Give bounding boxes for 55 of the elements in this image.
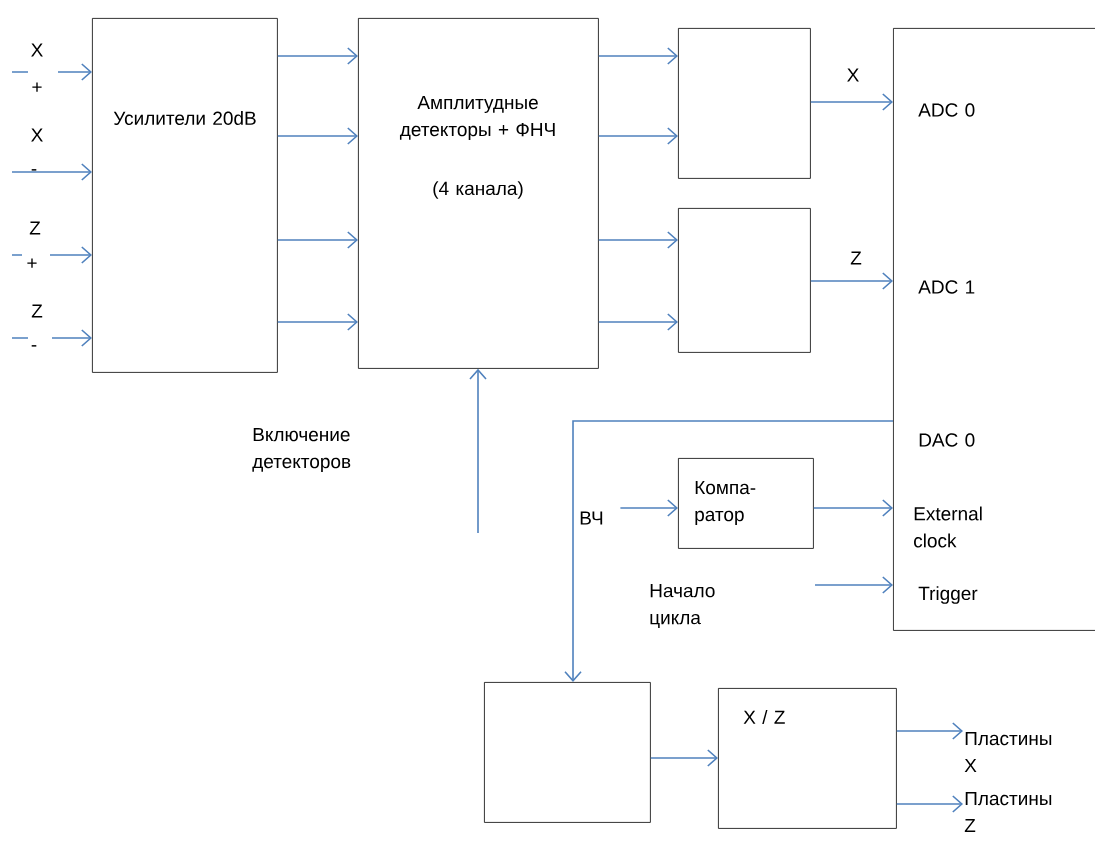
arrow [598, 313, 678, 331]
signal-label: ВЧ [580, 511, 603, 525]
pin-label: - [31, 345, 37, 347]
block-label: Амплитудные детекторы + ФНЧ [399, 96, 555, 140]
arrow [896, 722, 963, 740]
signal-label: Пластины Z [964, 792, 1052, 833]
arrow [810, 93, 893, 111]
device-box [678, 28, 811, 179]
arrow [11, 63, 92, 81]
pin-label: - [31, 169, 37, 171]
arrow [277, 47, 358, 65]
arrow [598, 231, 678, 249]
block-box [678, 458, 814, 549]
signal-label: Пластины X [964, 732, 1052, 773]
block-label: Компа- ратор [695, 481, 756, 525]
pin-label: + [27, 258, 37, 268]
arrow [810, 272, 893, 290]
arrow [277, 313, 358, 331]
device-box [678, 208, 811, 353]
arrow [598, 127, 678, 145]
arrow [619, 499, 678, 517]
block-box [893, 28, 1095, 631]
block-label: External clock [914, 506, 982, 548]
edge-label: X [847, 68, 859, 82]
pin-label: X [31, 43, 43, 57]
arrow [11, 329, 92, 347]
block-label: ADC 1 [918, 280, 975, 294]
block-box [92, 18, 278, 373]
block-box [718, 688, 897, 829]
arrow [896, 795, 963, 813]
pin-label: Z [29, 221, 41, 235]
signal-label: Включение детекторов [252, 428, 351, 472]
arrow [598, 47, 678, 65]
block-box [358, 18, 599, 369]
arrow [277, 127, 358, 145]
signal-label: Начало цикла [650, 584, 715, 628]
pin-label: + [32, 82, 42, 92]
block-label: DAC 0 [919, 433, 975, 447]
pin-label: X [31, 128, 43, 142]
block-label: Trigger [918, 586, 978, 604]
arrow [564, 420, 894, 682]
arrow [650, 749, 718, 767]
block-label: ADC 0 [918, 103, 975, 117]
arrow [11, 246, 92, 264]
arrow [469, 368, 487, 534]
device-box [484, 682, 651, 823]
arrow [814, 576, 893, 594]
block-label: Усилители 20dB [113, 111, 256, 125]
arrow [11, 163, 92, 181]
block-label: (4 канала) [433, 181, 523, 199]
arrow [813, 499, 893, 517]
arrow [277, 231, 358, 249]
edge-label: Z [850, 251, 862, 265]
block-label: X / Z [743, 710, 785, 724]
pin-label: Z [31, 304, 43, 318]
